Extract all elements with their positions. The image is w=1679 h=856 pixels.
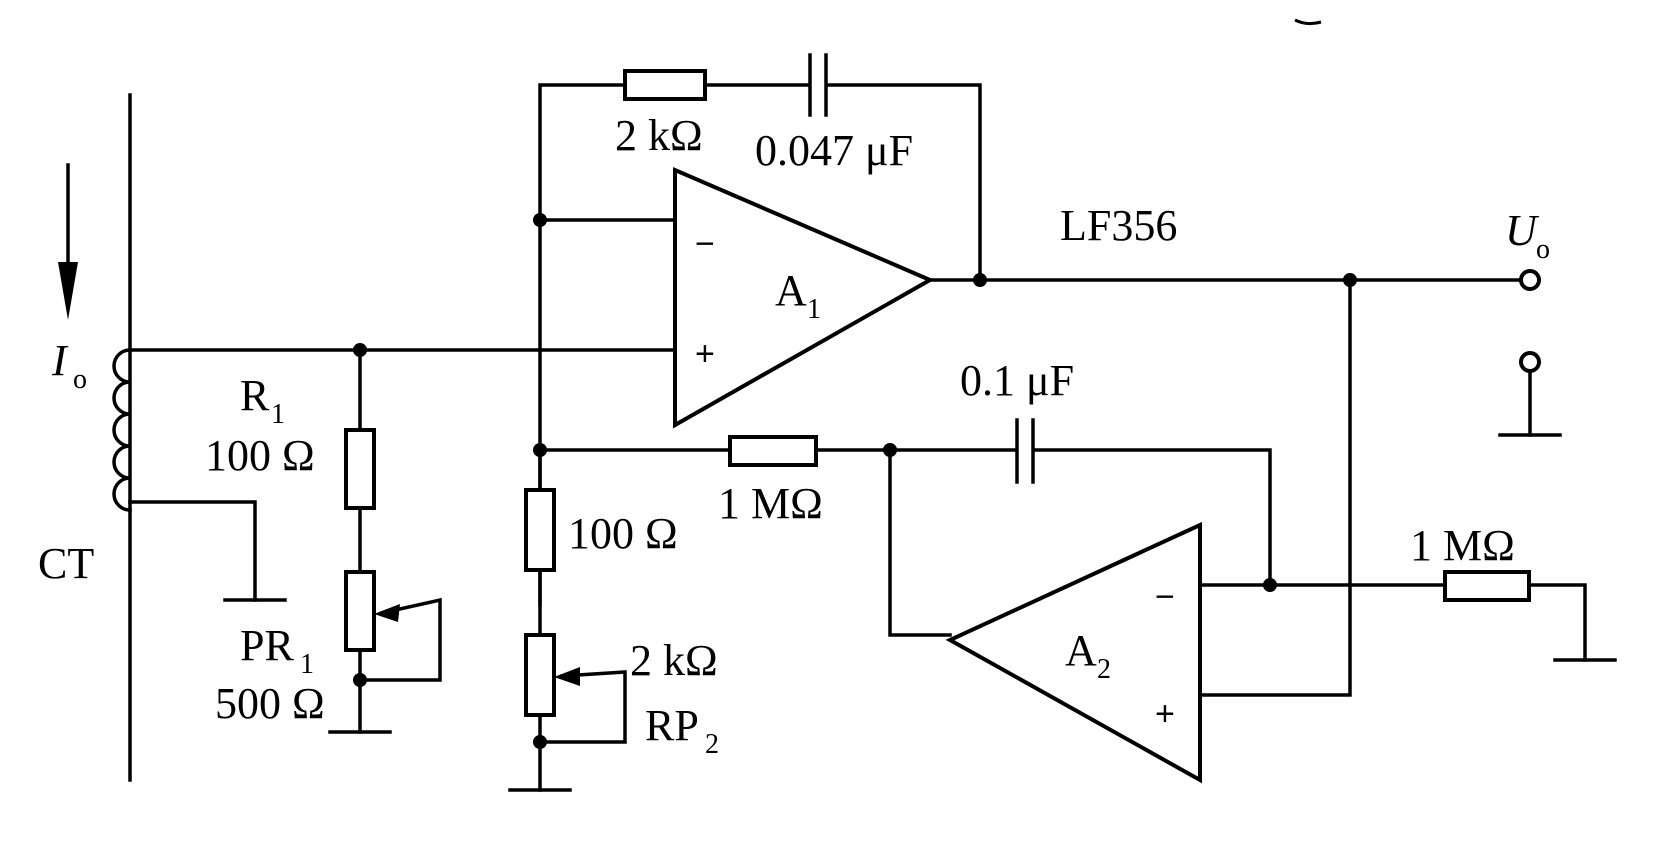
junction-r100: [533, 443, 547, 457]
opamp-a2: [945, 521, 1202, 784]
rp2-potentiometer: [524, 633, 556, 717]
r-2k-label: 2 kΩ: [615, 111, 703, 160]
r-1m-ground-label: 1 MΩ: [1410, 521, 1515, 570]
rp2-wiper: [538, 670, 627, 744]
a2-plus-sign: +: [1155, 695, 1175, 733]
pr1-potentiometer: [344, 570, 376, 652]
ct-label: CT: [38, 539, 94, 588]
output-terminal-bottom: [1519, 351, 1541, 373]
r-1m-integrator-label: 1 MΩ: [718, 479, 823, 528]
cap-0047-label: 0.047 μF: [755, 126, 913, 175]
pr1-wiper: [358, 597, 442, 682]
input-current-label: I: [51, 336, 69, 385]
rp2-wiper-arrow: [554, 667, 580, 686]
a2-label: A: [1065, 626, 1097, 675]
junction-a1-minus: [533, 213, 547, 227]
r-100-resistor: [524, 488, 556, 572]
junction-integrator: [883, 443, 897, 457]
junction-r1: [353, 343, 367, 357]
junction-a2-feedback: [1343, 273, 1357, 287]
scan-mark: [1294, 18, 1322, 26]
cap-01-label: 0.1 μF: [960, 356, 1074, 405]
pr1-subscript: 1: [300, 649, 314, 680]
junction-a1-out: [973, 273, 987, 287]
integrator-cap-loop: [888, 448, 1272, 587]
junction-a2-minus: [1263, 578, 1277, 592]
r-1m-ground-wire: [1527, 583, 1587, 662]
output-subscript: o: [1536, 234, 1550, 265]
r-100-label: 100 Ω: [568, 509, 678, 558]
junction-pr1: [353, 673, 367, 687]
a1-feedback-loop: [538, 83, 982, 607]
r-2k-feedback: [623, 69, 707, 101]
input-arrow-head: [58, 262, 78, 320]
r1-resistor: [344, 428, 376, 510]
ct-coil: [112, 348, 132, 512]
opamp-type-label: LF356: [1060, 201, 1177, 250]
r1-subscript: 1: [271, 399, 285, 430]
rp2-label: RP: [645, 701, 699, 750]
a2-subscript: 2: [1097, 654, 1111, 685]
rp2-subscript: 2: [705, 729, 719, 760]
a1-plus-sign: +: [695, 335, 715, 373]
ct-bottom-wire: [128, 500, 257, 602]
r1-value-label: 100 Ω: [205, 431, 315, 480]
input-current-subscript: o: [73, 364, 87, 395]
output-terminal-top: [1519, 269, 1541, 291]
a1-subscript: 1: [807, 294, 821, 325]
pr1-wiper-arrow: [374, 604, 400, 622]
r-1m-integrator: [728, 435, 818, 467]
junction-rp2: [533, 735, 547, 749]
a1-label: A: [775, 266, 807, 315]
pr1-label: PR: [240, 621, 294, 670]
a2-minus-sign: −: [1155, 578, 1175, 616]
a2-plus-feedback-wire: [1198, 278, 1352, 697]
r1-label: R: [240, 371, 270, 420]
rp2-value-label: 2 kΩ: [630, 636, 718, 685]
opamp-a1: [673, 166, 935, 429]
r-1m-ground: [1443, 570, 1531, 602]
node-to-a2-output-wire: [888, 448, 952, 637]
a1-minus-sign: −: [695, 225, 715, 263]
output-label: U: [1505, 206, 1540, 255]
pr1-value-label: 500 Ω: [215, 679, 325, 728]
